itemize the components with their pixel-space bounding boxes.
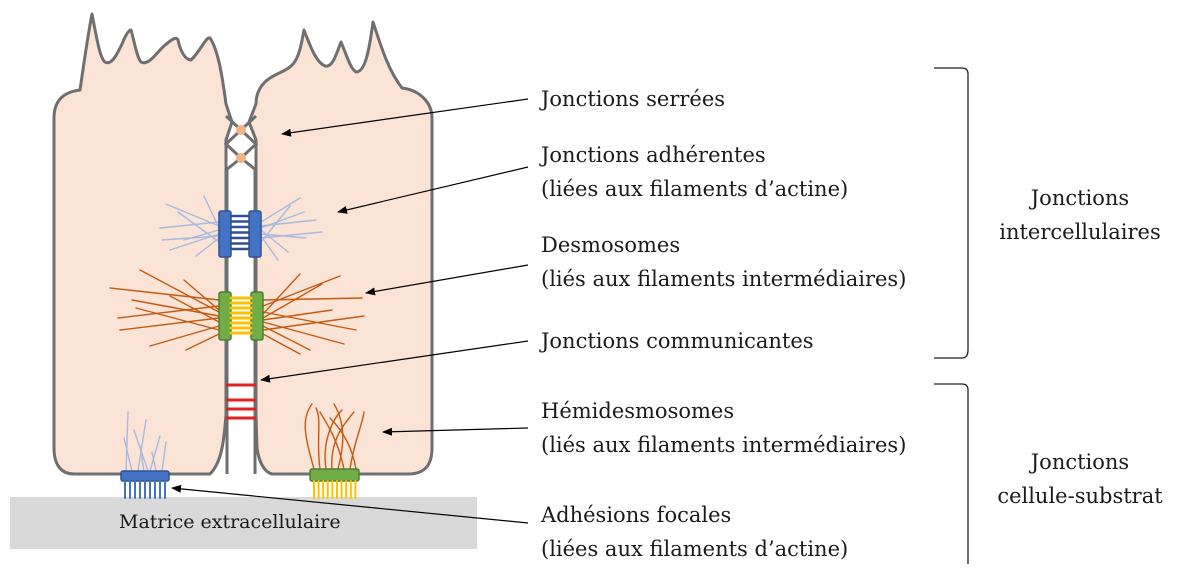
hemidesmosome <box>310 469 359 498</box>
label-focal-line1: Adhésions focales <box>541 498 848 532</box>
label-gap-junctions: Jonctions communicantes <box>541 324 814 358</box>
label-focal-line2: (liées aux filaments d’actine) <box>541 532 848 566</box>
group-substrate-line1: Jonctions <box>982 445 1178 479</box>
left-cell <box>54 14 232 474</box>
label-hemidesmosomes: Hémidesmosomes (liés aux filaments inter… <box>541 394 906 462</box>
label-hemi-line1: Hémidesmosomes <box>541 394 906 428</box>
brace-substrate <box>934 384 968 564</box>
label-adherens-junctions: Jonctions adhérentes (liées aux filament… <box>541 138 848 206</box>
tight-junction-protein <box>236 153 246 163</box>
tight-junction-protein <box>236 125 246 135</box>
matrix-label: Matrice extracellulaire <box>119 511 341 533</box>
focal-adhesion <box>121 471 169 498</box>
group-substrate: Jonctions cellule-substrat <box>982 445 1178 513</box>
label-focal-adhesions: Adhésions focales (liées aux filaments d… <box>541 498 848 566</box>
group-intercellular: Jonctions intercellulaires <box>985 181 1175 249</box>
group-intercellular-line2: intercellulaires <box>985 215 1175 249</box>
label-adherens-line2: (liées aux filaments d’actine) <box>541 172 848 206</box>
group-intercellular-line1: Jonctions <box>985 181 1175 215</box>
right-cell <box>249 22 432 474</box>
brace-intercellular <box>934 68 968 358</box>
label-adherens-line1: Jonctions adhérentes <box>541 138 848 172</box>
label-hemi-line2: (liés aux filaments intermédiaires) <box>541 428 906 462</box>
label-desmosomes: Desmosomes (liés aux filaments intermédi… <box>541 228 906 296</box>
label-desmosomes-line1: Desmosomes <box>541 228 906 262</box>
group-substrate-line2: cellule-substrat <box>982 479 1178 513</box>
label-tight-junctions: Jonctions serrées <box>541 82 725 116</box>
label-desmosomes-line2: (liés aux filaments intermédiaires) <box>541 262 906 296</box>
